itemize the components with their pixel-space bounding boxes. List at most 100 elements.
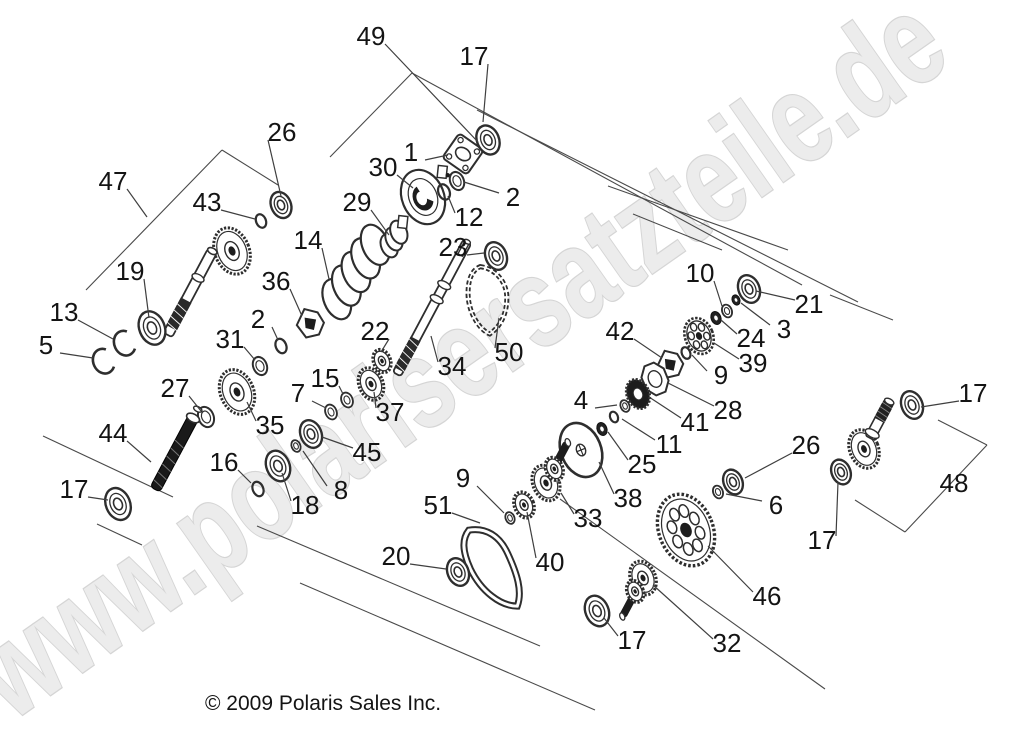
frame-line bbox=[42, 435, 174, 498]
part-plate-1 bbox=[442, 133, 484, 182]
part-ring-43 bbox=[254, 213, 268, 229]
leader-line-31 bbox=[243, 346, 256, 361]
part-sprocket-46 bbox=[655, 492, 717, 568]
callout-17: 17 bbox=[959, 378, 988, 408]
callout-15: 15 bbox=[311, 363, 340, 393]
part-washer-10 bbox=[721, 303, 733, 319]
part-shaft-44 bbox=[151, 405, 203, 492]
leader-line-1 bbox=[424, 154, 449, 161]
leader-line-3 bbox=[740, 302, 771, 326]
leader-line-16 bbox=[237, 469, 252, 484]
leader-line-36 bbox=[289, 288, 303, 317]
leader-line-9 bbox=[476, 485, 505, 514]
leader-line-14 bbox=[321, 247, 330, 280]
callout-33: 33 bbox=[574, 503, 603, 533]
callout-35: 35 bbox=[256, 410, 285, 440]
part-cluster-33 bbox=[530, 437, 572, 503]
part-washer-6 bbox=[712, 484, 724, 500]
part-ring-31 bbox=[251, 355, 269, 377]
leader-line-9 bbox=[691, 354, 708, 372]
callout-17: 17 bbox=[60, 474, 89, 504]
part-disc-38 bbox=[558, 421, 604, 479]
callout-40: 40 bbox=[536, 547, 565, 577]
callout-13: 13 bbox=[50, 297, 79, 327]
frame-line bbox=[299, 582, 596, 711]
leader-line-6 bbox=[725, 493, 763, 502]
part-bearing-17-top bbox=[475, 124, 501, 156]
frame-line bbox=[829, 294, 894, 321]
callout-9: 9 bbox=[456, 463, 470, 493]
callout-12: 12 bbox=[455, 202, 484, 232]
leader-line-28 bbox=[667, 382, 715, 407]
part-bearing-20 bbox=[445, 557, 471, 587]
leader-line-17 bbox=[87, 496, 109, 501]
part-ring-9-right bbox=[680, 346, 692, 360]
part-gear-35 bbox=[217, 368, 257, 416]
leader-line-12 bbox=[447, 195, 456, 214]
part-ring-24 bbox=[710, 311, 722, 325]
callout-10: 10 bbox=[686, 258, 715, 288]
callout-17: 17 bbox=[460, 41, 489, 71]
callout-19: 19 bbox=[116, 256, 145, 286]
callout-18: 18 bbox=[291, 490, 320, 520]
part-cone-36 bbox=[295, 307, 326, 339]
leader-line-49 bbox=[384, 43, 479, 143]
leader-line-50 bbox=[494, 317, 500, 349]
callout-22: 22 bbox=[361, 316, 390, 346]
part-washer-9 bbox=[504, 511, 516, 525]
frame-line bbox=[411, 72, 803, 286]
part-bearing-19 bbox=[137, 310, 167, 346]
part-bearing-45 bbox=[298, 419, 324, 449]
callout-17: 17 bbox=[618, 625, 647, 655]
parts-layer bbox=[91, 124, 925, 628]
frame-line bbox=[96, 523, 143, 546]
part-gear-41 bbox=[624, 377, 652, 411]
frame-line bbox=[85, 149, 223, 291]
frame-line bbox=[329, 72, 413, 158]
part-gear-37 bbox=[356, 366, 386, 402]
leader-line-35 bbox=[246, 401, 257, 422]
callout-7: 7 bbox=[291, 378, 305, 408]
callout-29: 29 bbox=[343, 187, 372, 217]
leader-line-32 bbox=[652, 584, 714, 640]
leader-line-27 bbox=[188, 395, 202, 412]
leader-line-5 bbox=[59, 352, 94, 359]
callout-6: 6 bbox=[769, 490, 783, 520]
part-gear-40 bbox=[512, 490, 536, 520]
callout-28: 28 bbox=[714, 395, 743, 425]
callout-45: 45 bbox=[353, 437, 382, 467]
callout-2: 2 bbox=[506, 182, 520, 212]
callout-49: 49 bbox=[357, 21, 386, 51]
callout-47: 47 bbox=[99, 166, 128, 196]
part-gasket-12 bbox=[436, 183, 452, 201]
callout-5: 5 bbox=[39, 330, 53, 360]
part-washer-8 bbox=[290, 439, 302, 453]
leader-line-8 bbox=[302, 450, 328, 487]
frame-lines bbox=[42, 72, 988, 711]
callout-34: 34 bbox=[438, 351, 467, 381]
callout-37: 37 bbox=[376, 397, 405, 427]
part-bearing-26-top bbox=[269, 190, 293, 220]
callout-44: 44 bbox=[99, 418, 128, 448]
callout-21: 21 bbox=[795, 289, 824, 319]
part-cup-30 bbox=[396, 164, 449, 230]
leader-lines bbox=[59, 43, 960, 640]
leader-line-17 bbox=[603, 617, 619, 637]
part-shaft-34 bbox=[392, 238, 472, 377]
callout-50: 50 bbox=[495, 337, 524, 367]
callout-17: 17 bbox=[808, 525, 837, 555]
callout-4: 4 bbox=[574, 385, 588, 415]
leader-line-47 bbox=[126, 188, 148, 218]
callout-46: 46 bbox=[753, 581, 782, 611]
callout-27: 27 bbox=[161, 373, 190, 403]
leader-line-23 bbox=[466, 252, 485, 256]
callout-26: 26 bbox=[792, 430, 821, 460]
frame-line bbox=[256, 525, 541, 647]
part-ring-2-top bbox=[448, 170, 466, 192]
callout-42: 42 bbox=[606, 316, 635, 346]
part-chain-50 bbox=[465, 264, 510, 337]
frame-line bbox=[476, 109, 859, 303]
leader-line-41 bbox=[648, 396, 682, 419]
frame-line bbox=[854, 499, 906, 533]
